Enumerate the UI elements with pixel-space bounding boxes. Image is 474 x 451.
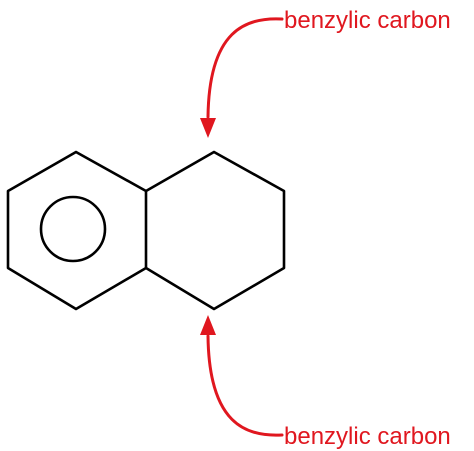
- top-label: benzylic carbon: [284, 7, 451, 34]
- aromatic-circle: [39, 195, 107, 263]
- bottom-label: benzylic carbon: [284, 423, 451, 450]
- cyclohexane-bonds: [144, 150, 286, 311]
- saturated-ring: [144, 150, 286, 311]
- bottom-annotation: benzylic carbon: [200, 315, 451, 450]
- bottom-arrowhead: [200, 315, 216, 335]
- top-arrowhead: [200, 118, 216, 138]
- aromatic-ring: [6, 150, 148, 311]
- bottom-arrow-curve: [206, 334, 284, 437]
- top-arrow-curve: [206, 17, 284, 119]
- top-annotation: benzylic carbon: [200, 7, 451, 138]
- benzene-hexagon: [6, 150, 148, 311]
